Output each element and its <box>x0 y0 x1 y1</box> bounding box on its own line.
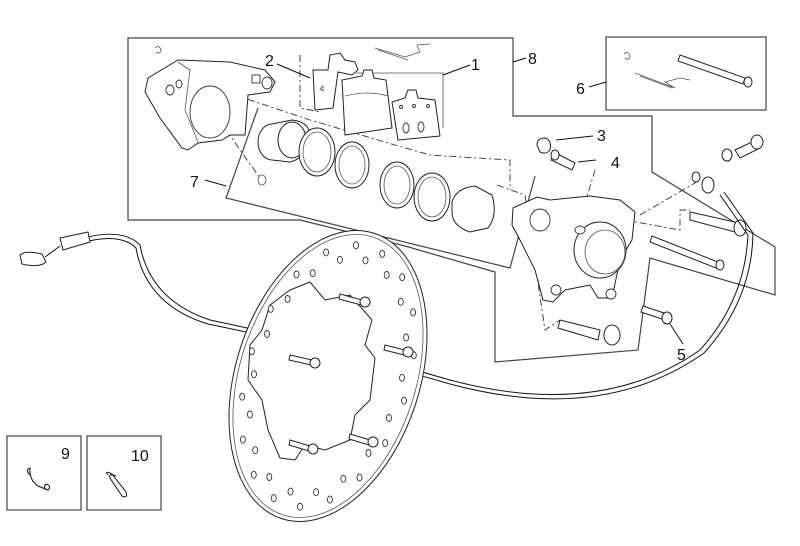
disc-vent-hole <box>323 248 330 257</box>
assembly-frame-8 <box>127 37 776 363</box>
kit-6-contents <box>623 52 753 89</box>
brake-pad-2 <box>391 89 441 141</box>
disc-vent-hole <box>385 414 392 422</box>
caliper-bolt-lower <box>557 319 621 346</box>
disc-vent-hole <box>293 270 300 279</box>
disc-vent-hole <box>383 271 390 279</box>
disc-vent-hole <box>239 392 246 401</box>
callout-5: 5 <box>677 347 686 364</box>
clip-icon <box>27 467 51 491</box>
disc-vent-hole <box>340 474 347 483</box>
disc-vent-hole <box>379 249 386 258</box>
disc-vent-hole <box>399 273 406 282</box>
assembly-line <box>299 55 321 113</box>
disc-vent-hole <box>239 435 246 444</box>
disc-vent-hole <box>309 269 316 278</box>
callout-3: 3 <box>597 128 606 145</box>
disc-vent-hole <box>297 502 304 511</box>
disc-vent-hole <box>401 396 408 405</box>
assembly-line <box>496 184 561 331</box>
disc-vent-hole <box>352 241 359 250</box>
callout-9: 9 <box>61 446 70 463</box>
disc-vent-hole <box>313 488 320 497</box>
disc-vent-hole <box>382 439 389 448</box>
caliper-bolt-right <box>689 211 747 237</box>
left-caliper-half <box>144 46 276 151</box>
disc-vent-hole <box>326 495 333 504</box>
pad-pin <box>649 235 725 271</box>
assembly-line <box>624 209 690 231</box>
disc-vent-hole <box>397 297 404 306</box>
callout-4: 4 <box>611 155 620 172</box>
callout-6: 6 <box>576 81 585 98</box>
inset-box-10 <box>86 435 162 511</box>
disc-vent-hole <box>336 255 343 264</box>
kit-frame-6 <box>605 36 767 111</box>
bleed-valve <box>550 149 576 171</box>
disc-vent-hole <box>252 446 259 455</box>
disc-screw-5 <box>640 305 673 325</box>
callout-7: 7 <box>190 174 199 191</box>
bracket-1 <box>356 72 444 128</box>
pad-spring <box>374 43 431 61</box>
banjo-bolt <box>691 134 764 183</box>
disc-vent-hole <box>356 473 363 482</box>
hose-clamp-icon <box>106 471 127 498</box>
disc-vent-hole <box>287 487 294 496</box>
disc-vent-hole <box>266 473 273 481</box>
disc-vent-hole <box>267 304 274 313</box>
brake-disc <box>228 230 428 522</box>
disc-vent-hole <box>362 256 369 265</box>
callout-10: 10 <box>131 448 149 465</box>
disc-vent-hole <box>284 295 291 303</box>
bleed-valve-cap <box>536 137 551 154</box>
disc-vent-hole <box>399 373 405 382</box>
piston-seal-kit <box>257 119 495 233</box>
brake-pad-1 <box>341 69 393 136</box>
inset-box-9 <box>6 435 82 511</box>
disc-vent-hole <box>264 330 271 338</box>
callout-1: 1 <box>471 57 480 74</box>
right-caliper-half <box>511 195 636 303</box>
disc-vent-hole <box>248 347 255 356</box>
assembly-line <box>579 169 596 221</box>
callout-2: 2 <box>265 53 274 70</box>
disc-vent-hole <box>403 333 410 342</box>
disc-screws <box>288 293 414 455</box>
disc-vent-hole <box>270 494 277 503</box>
disc-vent-hole <box>410 308 417 317</box>
disc-vent-hole <box>246 410 253 419</box>
disc-vent-hole <box>365 449 372 457</box>
callout-8: 8 <box>528 51 537 68</box>
disc-vent-hole <box>251 370 257 379</box>
assembly-line <box>204 84 511 190</box>
leader-lines <box>204 57 684 345</box>
disc-vent-hole <box>250 470 257 479</box>
assembly-line <box>639 179 701 216</box>
anti-squeal-plate <box>312 52 359 111</box>
